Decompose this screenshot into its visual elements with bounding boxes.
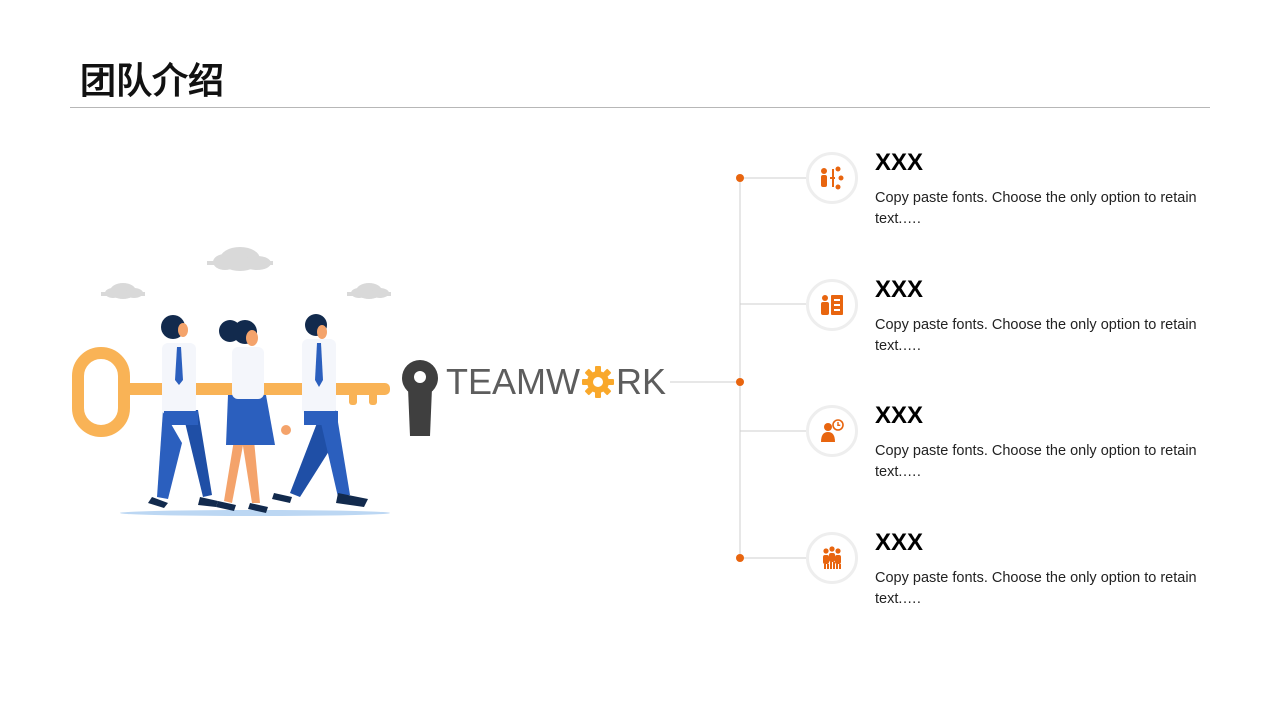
person-clock-icon (821, 419, 844, 442)
presenter-document-icon (821, 295, 843, 315)
cloud-icon (347, 283, 391, 299)
person-figure (216, 320, 291, 513)
icon-badge (806, 152, 858, 204)
info-item: XXX Copy paste fonts. Choose the only op… (806, 276, 1206, 389)
info-item: XXX Copy paste fonts. Choose the only op… (806, 529, 1206, 642)
team-connection-icon (821, 166, 844, 190)
item-description: Copy paste fonts. Choose the only option… (875, 570, 1197, 607)
connector-dot (736, 174, 744, 182)
connector-dot (736, 378, 744, 386)
item-title: XXX (875, 149, 924, 176)
info-item: XXX Copy paste fonts. Choose the only op… (806, 402, 1206, 515)
icon-badge (806, 532, 858, 584)
group-people-icon (823, 546, 841, 569)
item-title: XXX (875, 529, 924, 556)
cloud-icon (207, 247, 273, 271)
keyhole-icon (402, 360, 438, 436)
teamwork-label-start: TEAMW (446, 361, 580, 402)
item-description: Copy paste fonts. Choose the only option… (875, 190, 1197, 227)
cloud-icon (101, 283, 145, 299)
teamwork-label-end: RK (615, 361, 666, 402)
connector-dot (736, 554, 744, 562)
icon-badge (806, 405, 858, 457)
title-divider (70, 107, 1210, 108)
item-title: XXX (875, 402, 924, 429)
item-title: XXX (875, 276, 924, 303)
gear-icon (581, 366, 614, 398)
slide-title: 团队介绍 (80, 61, 225, 102)
teamwork-label: TEAMW RK (446, 360, 666, 404)
item-description: Copy paste fonts. Choose the only option… (875, 443, 1197, 480)
person-figure (272, 314, 368, 507)
icon-badge (806, 279, 858, 331)
teamwork-key-illustration (72, 247, 391, 516)
item-description: Copy paste fonts. Choose the only option… (875, 317, 1197, 354)
person-figure (148, 315, 218, 508)
info-item: XXX Copy paste fonts. Choose the only op… (806, 149, 1206, 262)
connector-lines (670, 174, 806, 562)
